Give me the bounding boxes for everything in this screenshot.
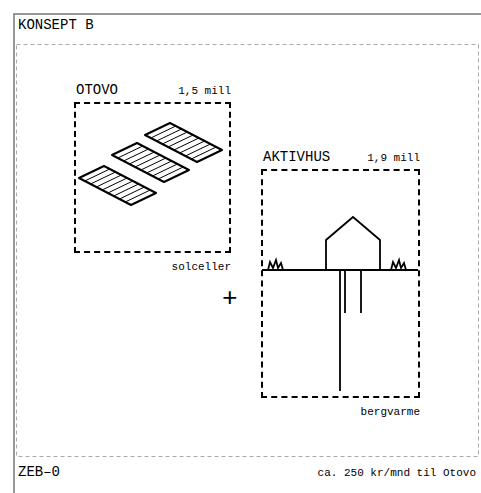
panel-cell-line (91, 172, 116, 184)
panel-cell-line (141, 158, 166, 170)
panel-cell-line (114, 184, 139, 196)
panel-cell-line (157, 129, 182, 141)
caption: solceller (172, 261, 231, 274)
panel-cell-line (125, 190, 150, 202)
house-geothermal (262, 217, 418, 391)
panel-cell-line (118, 146, 143, 158)
panel-cell-line (174, 138, 199, 150)
panel-cell-line (96, 175, 121, 187)
frame (14, 14, 481, 493)
dashed-region (17, 45, 479, 457)
plus-sign: + (222, 285, 238, 315)
panel-cell-line (135, 155, 160, 167)
solar-panels (79, 123, 222, 205)
panel-cell-line (108, 181, 133, 193)
panel-cell-line (147, 161, 172, 173)
panel-cell-line (152, 164, 177, 176)
solar-panel (79, 166, 156, 205)
panel-cell-line (102, 178, 127, 190)
caption: bergvarme (361, 406, 420, 419)
concept-box: AKTIVHUS1,9 millbergvarme (261, 169, 420, 398)
panel-cell-line (158, 167, 183, 179)
panel-cell-line (119, 187, 144, 199)
panel-cell-line (151, 126, 176, 138)
panel-cell-line (185, 144, 210, 156)
panel-cell-line (168, 135, 193, 147)
price: 1,9 mill (367, 152, 420, 165)
panel-cell-line (129, 152, 154, 164)
price: 1,5 mill (178, 85, 231, 98)
heading: AKTIVHUS (263, 149, 330, 165)
concept-box: OTOVO1,5 millsolceller (74, 102, 231, 253)
title: KONSEPT B (18, 17, 94, 33)
panel-cell-line (124, 149, 149, 161)
zeb-label: ZEB–0 (18, 464, 60, 480)
panel-cell-line (85, 169, 110, 181)
panel-cell-line (180, 141, 205, 153)
panel-cell-line (191, 147, 216, 159)
panel-cell-line (162, 132, 187, 144)
heading: OTOVO (76, 82, 118, 98)
cost-note: ca. 250 kr/mnd til Otovo (318, 467, 476, 480)
